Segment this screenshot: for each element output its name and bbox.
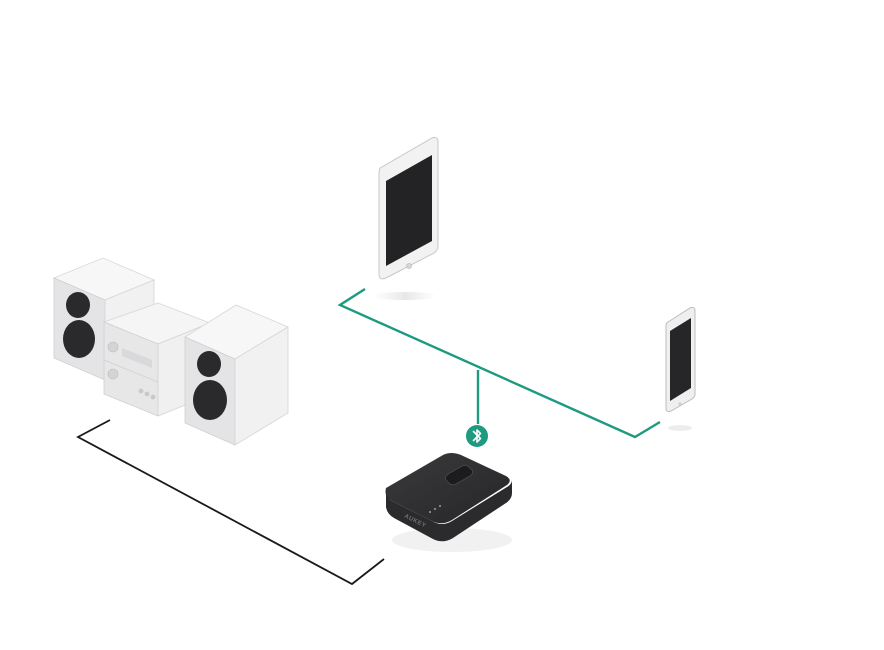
audio-cable-line bbox=[76, 419, 385, 586]
bluetooth-link-lines bbox=[337, 287, 661, 439]
bluetooth-icon bbox=[472, 429, 482, 443]
smartphone-icon bbox=[665, 306, 696, 431]
link-tablet bbox=[337, 287, 661, 439]
bluetooth-receiver-icon: AUKEY bbox=[385, 453, 512, 552]
tablet-icon bbox=[373, 137, 439, 300]
right-speaker bbox=[184, 304, 289, 446]
stereo-system-icon bbox=[52, 257, 289, 446]
bluetooth-badge bbox=[466, 425, 488, 447]
